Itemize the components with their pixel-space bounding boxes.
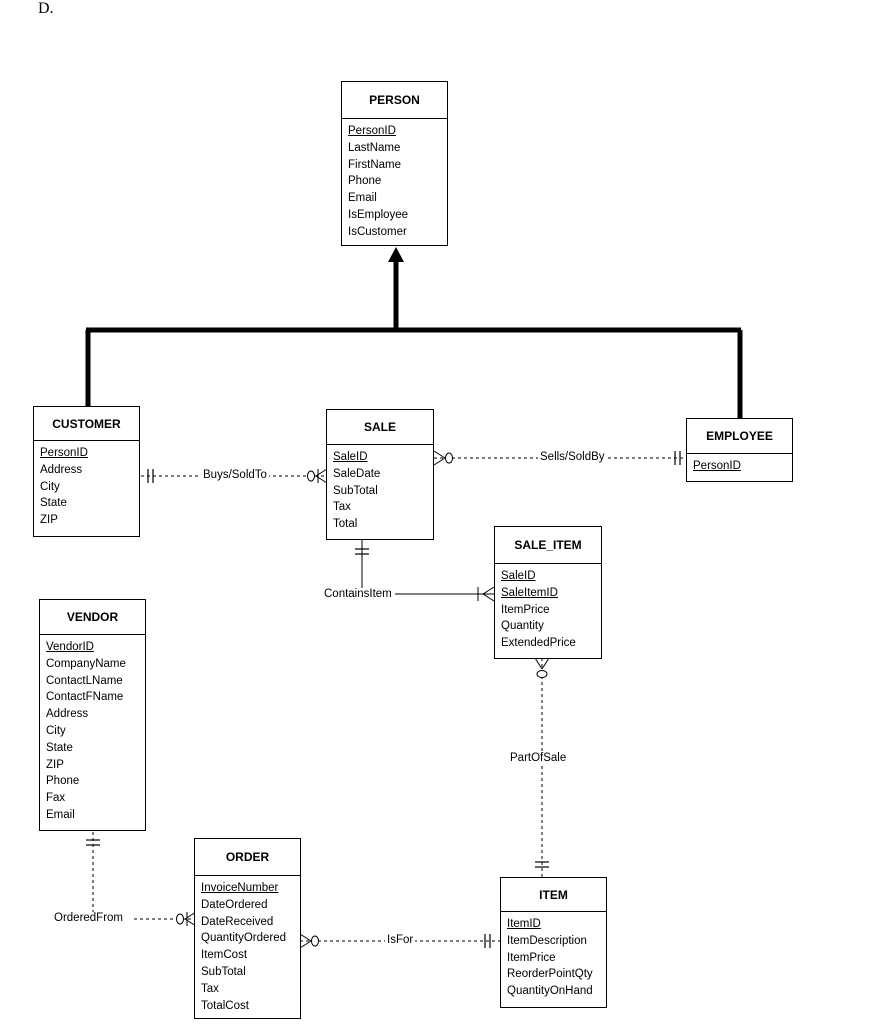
attribute-primary-key: VendorID: [46, 641, 94, 653]
corner-label: D.: [38, 0, 54, 17]
entity-employee: EMPLOYEE PersonID: [686, 418, 793, 482]
attribute-list: PersonID: [687, 454, 792, 475]
label-contains-item: ContainsItem: [322, 588, 394, 600]
attribute-primary-key: SaleID: [501, 570, 536, 582]
attribute: Phone: [46, 775, 80, 788]
label-buys-sold-to: Buys/SoldTo: [201, 469, 269, 481]
attribute: ExtendedPrice: [501, 637, 576, 650]
entity-title: SALE: [327, 410, 433, 445]
attribute: LastName: [348, 141, 401, 154]
attribute: Fax: [46, 792, 66, 805]
attribute: IsCustomer: [348, 225, 407, 238]
attribute: FirstName: [348, 158, 402, 171]
attribute: Tax: [201, 982, 219, 995]
attribute: Address: [40, 463, 83, 476]
attribute: Phone: [348, 175, 382, 188]
label-is-for: IsFor: [385, 934, 416, 946]
attribute: State: [46, 741, 73, 754]
label-sells-sold-by: Sells/SoldBy: [538, 451, 607, 463]
attribute: Tax: [333, 501, 351, 514]
attribute: ItemPrice: [507, 951, 556, 964]
attribute: ZIP: [46, 758, 64, 771]
attribute: QuantityOnHand: [507, 985, 593, 998]
entity-title: EMPLOYEE: [687, 419, 792, 454]
attribute: City: [40, 480, 60, 493]
attribute-primary-key: ItemID: [507, 918, 541, 930]
attribute-primary-key: PersonID: [40, 447, 88, 459]
attribute-primary-key: PersonID: [348, 125, 396, 137]
attribute-primary-key: PersonID: [693, 460, 741, 472]
label-ordered-from: OrderedFrom: [52, 912, 126, 924]
attribute-primary-key: SaleID: [333, 451, 368, 463]
attribute: Quantity: [501, 620, 544, 633]
attribute-primary-key: InvoiceNumber: [201, 882, 279, 894]
attribute: Address: [46, 708, 89, 721]
label-part-of-sale: PartOfSale: [508, 752, 569, 764]
attribute: ItemCost: [201, 949, 248, 962]
attribute: DateReceived: [201, 915, 274, 928]
attribute: Total: [333, 518, 358, 531]
attribute: ContactLName: [46, 674, 123, 687]
entity-title: ORDER: [195, 839, 300, 876]
attribute: Email: [348, 192, 377, 205]
attribute: City: [46, 724, 66, 737]
attribute: State: [40, 497, 67, 510]
attribute: Email: [46, 808, 75, 821]
attribute: TotalCost: [201, 999, 249, 1012]
attribute: SubTotal: [201, 965, 246, 978]
attribute: IsEmployee: [348, 208, 409, 221]
attribute: ContactFName: [46, 691, 124, 704]
attribute: ItemPrice: [501, 603, 550, 616]
attribute: DateOrdered: [201, 898, 268, 911]
inheritance-arrowhead: [388, 247, 404, 262]
entity-title: CUSTOMER: [34, 407, 139, 441]
attribute: ZIP: [40, 514, 58, 527]
entity-title: SALE_ITEM: [495, 527, 601, 564]
attribute: ItemDescription: [507, 934, 587, 947]
attribute: SaleDate: [333, 467, 381, 480]
attribute-primary-key: SaleItemID: [501, 586, 558, 599]
attribute: SubTotal: [333, 484, 378, 497]
attribute: CompanyName: [46, 657, 126, 670]
entity-title: PERSON: [342, 82, 447, 119]
entity-title: ITEM: [501, 878, 606, 912]
entity-title: VENDOR: [40, 600, 145, 635]
attribute: QuantityOrdered: [201, 932, 287, 945]
attribute: ReorderPointQty: [507, 968, 593, 981]
